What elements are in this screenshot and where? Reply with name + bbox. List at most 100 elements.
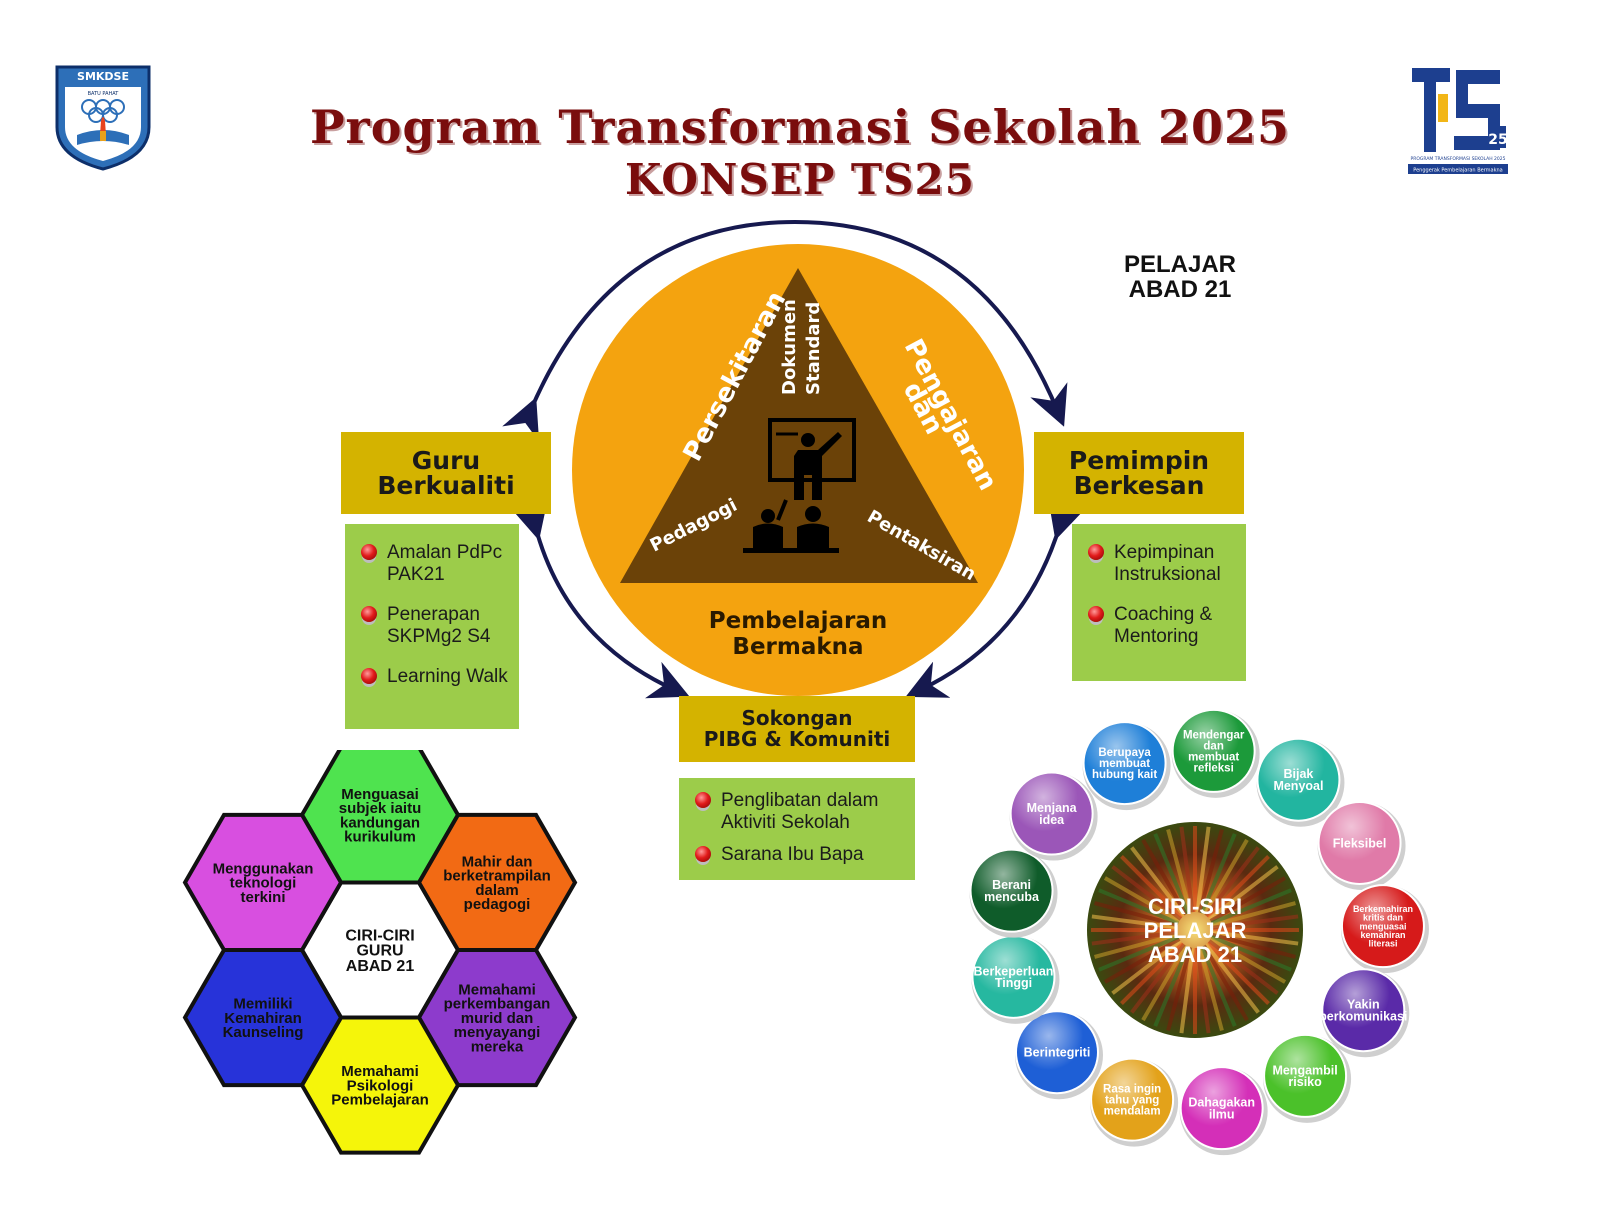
burst-ray (1197, 946, 1224, 1031)
burst-ray (1206, 941, 1270, 1005)
left-arc-arrow (509, 496, 690, 699)
bermakna-text: Bermakna (732, 634, 863, 660)
burst-ray (1212, 914, 1299, 930)
pemimpin-header-line: Pemimpin (1068, 446, 1210, 475)
burst-ray (1111, 939, 1182, 995)
svg-text:BATU PAHAT: BATU PAHAT (88, 91, 120, 97)
burst-ray (1130, 846, 1186, 917)
bubble-shine (1322, 969, 1405, 1052)
burst-ray (1098, 888, 1180, 925)
burst-ray (1091, 930, 1178, 946)
school-crest-logo: SMKDSE BATU PAHAT (55, 65, 151, 171)
pelajar-abad-label: PELAJAR ABAD 21 (1120, 252, 1240, 302)
burst-ray (1103, 876, 1181, 923)
burst-ray (1153, 945, 1190, 1027)
standard-text: Standard (803, 302, 824, 395)
burst-ray (1210, 888, 1292, 925)
top-arc-arrow (502, 219, 1068, 442)
sokongan-item: Sarana Ibu Bapa (689, 844, 905, 866)
bubble-shine (1015, 1011, 1098, 1094)
burst-ray (1208, 939, 1279, 995)
trait-bubble-label: Berintegriti (1024, 1046, 1091, 1060)
burst-ray (1179, 947, 1195, 1034)
burst-ray (1153, 833, 1190, 915)
brown-triangle (620, 268, 978, 583)
bubble-shine (1180, 1067, 1263, 1150)
burst-ray (1197, 829, 1224, 914)
burst-ray (1206, 855, 1270, 919)
pelajar-label-line: ABAD 21 (1128, 276, 1232, 303)
page-subtitle: KONSEP TS25 (625, 155, 975, 204)
burst-ray (1204, 943, 1260, 1014)
burst-ray (1204, 846, 1260, 917)
pemimpin-item: Coaching &Mentoring (1082, 604, 1236, 648)
bullet-icon (361, 606, 377, 622)
burst-ray (1202, 838, 1249, 916)
pelajar-label-line: PELAJAR (1123, 251, 1237, 278)
bubble-shine (1083, 722, 1166, 805)
bullet-icon (1088, 544, 1104, 560)
burst-ray (1179, 826, 1195, 913)
burst-ray (1094, 901, 1179, 928)
ts25-logo: 25 PROGRAM TRANSFORMASI SEKOLAH 2025 Pen… (1408, 64, 1508, 176)
bullet-icon (695, 846, 711, 862)
burst-ray (1210, 935, 1292, 972)
burst-ray (1211, 932, 1296, 959)
burst-ray (1141, 944, 1188, 1022)
svg-text:SMKDSE: SMKDSE (77, 70, 129, 83)
pembelajaran-text: Pembelajaran (709, 608, 888, 634)
bubble-shine (1341, 885, 1424, 968)
page-title: Program Transformasi Sekolah 2025 (309, 100, 1291, 154)
guru-berkualiti-header: Guru Berkualiti (341, 432, 551, 514)
burst-ray (1195, 947, 1211, 1034)
burst-ray (1200, 833, 1237, 915)
burst-ray (1166, 829, 1193, 914)
burst-ray (1120, 855, 1184, 919)
guru-header-line: Berkualiti (377, 471, 515, 500)
pemimpin-berkesan-header: Pemimpin Berkesan (1034, 432, 1244, 514)
burst-ray (1098, 935, 1180, 972)
svg-text:PROGRAM TRANSFORMASI SEKOLAH 2: PROGRAM TRANSFORMASI SEKOLAH 2025 (1411, 156, 1506, 162)
burst-ray (1103, 937, 1181, 984)
bullet-icon (1088, 606, 1104, 622)
burst-ray (1195, 826, 1211, 913)
pemimpin-header-line: Berkesan (1073, 471, 1205, 500)
burst-ray (1211, 901, 1296, 928)
burst-ray (1141, 838, 1188, 916)
hexagon-cell (182, 812, 344, 952)
burst-ray (1111, 865, 1182, 921)
sokongan-header: Sokongan PIBG & Komuniti (679, 696, 915, 762)
bubble-shine (1172, 709, 1255, 792)
burst-ray (1091, 914, 1178, 930)
bullet-icon (361, 544, 377, 560)
guru-header-line: Guru (411, 446, 481, 475)
burst-ray (1212, 930, 1299, 946)
burst-ray (1208, 865, 1279, 921)
bubble-shine (1257, 738, 1340, 821)
bubble-shine (972, 935, 1055, 1018)
burst-ray (1202, 944, 1249, 1022)
burst-ray (1209, 937, 1287, 984)
sokongan-header-line: PIBG & Komuniti (703, 727, 891, 751)
